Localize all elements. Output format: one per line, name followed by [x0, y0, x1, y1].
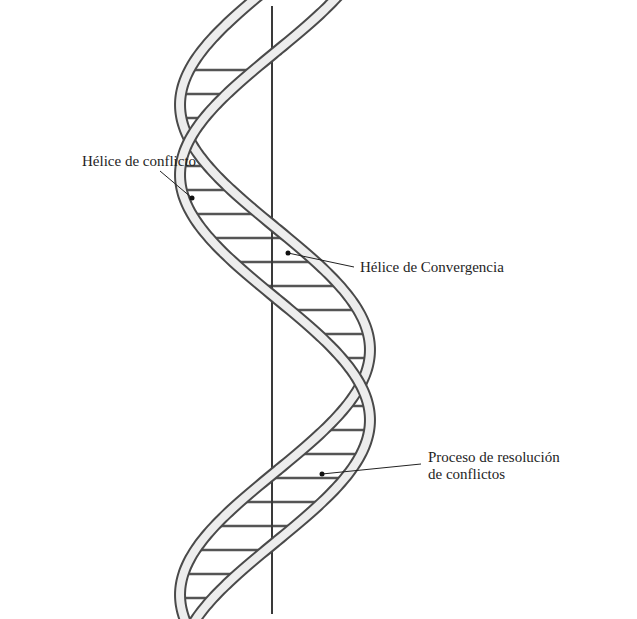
helix-rung — [213, 237, 284, 240]
helix-rung — [244, 501, 318, 504]
leader-dot — [190, 196, 195, 201]
helix-strand — [180, 0, 370, 619]
helix-rung — [185, 93, 223, 96]
helix-rung — [196, 213, 255, 216]
helix-rung — [294, 309, 354, 312]
leader-dot — [320, 472, 325, 477]
helix-rung — [187, 573, 233, 576]
callout-label: Proceso de resolución de conflictos — [428, 449, 570, 483]
callout-label: Hélice de Convergencia — [360, 259, 504, 276]
helix-strand — [180, 0, 370, 619]
helix-rung — [272, 477, 341, 480]
leader-line — [288, 253, 354, 267]
leader-lines — [160, 171, 421, 477]
leader-line — [160, 171, 192, 198]
helix-rungs — [184, 70, 365, 598]
helix-rung — [237, 261, 312, 264]
helix-rung — [328, 429, 365, 432]
helix-strands — [180, 0, 370, 619]
helix-strand-outline — [180, 0, 370, 619]
helix-rung — [301, 453, 357, 456]
callout-label: Hélice de conflicto — [82, 153, 196, 170]
leader-dot — [286, 251, 291, 256]
helix-axis — [271, 6, 273, 614]
helix-rung — [193, 69, 250, 72]
leader-line — [322, 464, 421, 474]
helix-rung — [186, 189, 228, 192]
helix-rung — [322, 333, 364, 336]
helix-strand-outline — [180, 0, 370, 619]
helix-rung — [265, 285, 336, 288]
helix-rung — [199, 549, 262, 552]
helix-rung — [219, 525, 291, 528]
